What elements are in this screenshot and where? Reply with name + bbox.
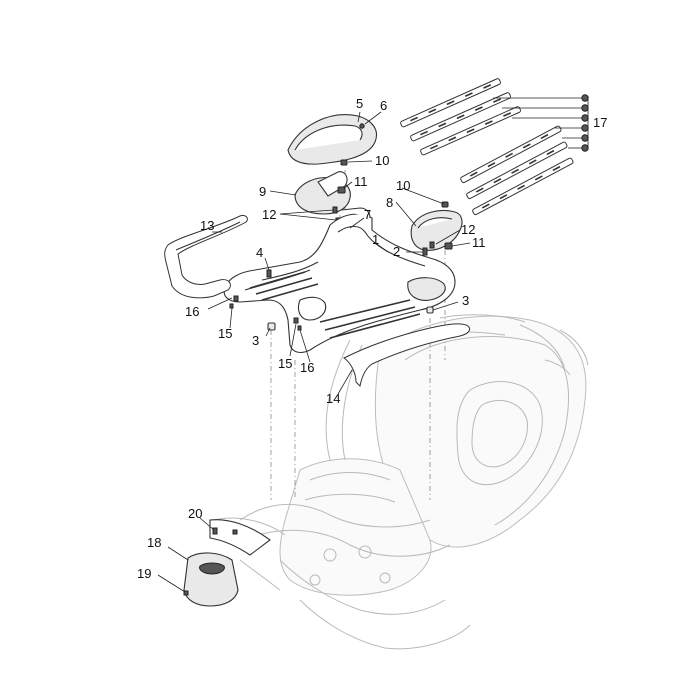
callout-18: 18 bbox=[147, 535, 161, 550]
clip-part-10 bbox=[340, 159, 348, 166]
callout-12-right: 12 bbox=[461, 222, 475, 237]
fasteners-part-15-16-right bbox=[293, 317, 302, 331]
screw-part-4 bbox=[266, 269, 272, 278]
callout-13: 13 bbox=[200, 218, 214, 233]
callout-17: 17 bbox=[593, 115, 607, 130]
left-footboard-strip-part-13 bbox=[164, 215, 248, 299]
callout-20: 20 bbox=[188, 506, 202, 521]
callout-3-left: 3 bbox=[252, 333, 259, 348]
screw-part-2 bbox=[422, 247, 428, 256]
callout-5: 5 bbox=[356, 96, 363, 111]
clip-part-11-left bbox=[337, 186, 346, 194]
part-17-bullet-column bbox=[581, 94, 589, 152]
front-lower-panel-part-18 bbox=[183, 519, 271, 607]
callout-15-left: 15 bbox=[218, 326, 232, 341]
callout-6: 6 bbox=[380, 98, 387, 113]
callout-16-left: 16 bbox=[185, 304, 199, 319]
callout-3-right: 3 bbox=[462, 293, 469, 308]
callout-labels: 5 6 10 9 11 12 7 13 4 1 2 10 8 12 11 16 … bbox=[137, 96, 607, 581]
clip-part-11-right bbox=[444, 242, 453, 250]
screw-part-12-right bbox=[429, 241, 435, 249]
clip-part-10-right bbox=[441, 201, 449, 208]
glovebox-part-8 bbox=[410, 209, 463, 251]
right-footboard-strip-part-14 bbox=[343, 323, 471, 388]
callout-8: 8 bbox=[386, 195, 393, 210]
leader-lines bbox=[157, 97, 582, 593]
callout-16-right: 16 bbox=[300, 360, 314, 375]
callout-10-left: 10 bbox=[375, 153, 389, 168]
callout-7: 7 bbox=[364, 207, 371, 222]
upper-cover-part bbox=[287, 114, 377, 165]
scooter-body-outline bbox=[214, 314, 589, 650]
callout-15-right: 15 bbox=[278, 356, 292, 371]
footboard-strips-part-17 bbox=[400, 78, 574, 216]
callout-14: 14 bbox=[326, 391, 340, 406]
fasteners-part-15-16-left bbox=[229, 295, 239, 309]
leg-shield-floor-part-1 bbox=[223, 207, 456, 354]
callout-12-left: 12 bbox=[262, 207, 276, 222]
callout-11-right: 11 bbox=[472, 235, 486, 250]
callout-19: 19 bbox=[137, 566, 151, 581]
callout-2: 2 bbox=[393, 244, 400, 259]
callout-11-left: 11 bbox=[354, 174, 368, 189]
callout-4: 4 bbox=[256, 245, 263, 260]
callout-10-right: 10 bbox=[396, 178, 410, 193]
inner-cover-part-9 bbox=[294, 171, 351, 215]
callout-1: 1 bbox=[372, 232, 379, 247]
callout-9: 9 bbox=[259, 184, 266, 199]
